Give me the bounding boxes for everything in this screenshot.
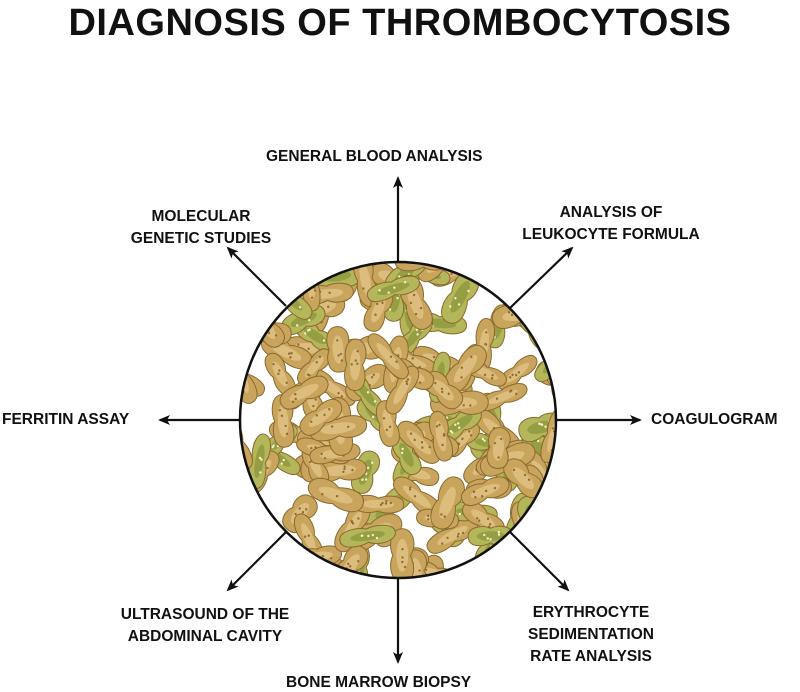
label-ferritin-assay: FERRITIN ASSAY [2,411,130,428]
platelet-cell [351,494,405,514]
label-ultrasound: ULTRASOUND OF THE ABDOMINAL CAVITY [120,606,290,645]
label-bone-marrow-biopsy: BONE MARROW BIOPSY [286,674,472,691]
platelet-cell [390,528,415,578]
arrow-up-left [226,246,287,307]
label-esr-analysis: ERYTHROCYTE SEDIMENTATION RATE ANALYSIS [527,604,654,665]
label-coagulogram: COAGULOGRAM [651,411,778,428]
diagram-title: DIAGNOSIS OF THROMBOCYTOSIS [68,2,732,44]
platelet-cell [307,477,364,513]
platelet-cell [428,411,454,462]
arrow-down-right [509,531,570,592]
label-molecular-genetic: MOLECULAR GENETIC STUDIES [130,208,272,247]
platelet-cell [339,524,396,548]
platelet-cell [264,352,296,396]
arrow-up-right [509,246,574,309]
platelet-cell [299,398,343,436]
arrow-down-left [226,531,287,592]
platelet-cell [279,375,329,410]
label-leukocyte-formula: ANALYSIS OF LEUKOCYTE FORMULA [522,204,700,243]
platelet-cell [366,275,420,303]
platelet-cell [344,338,367,391]
platelet-cell [441,270,480,324]
sample-circle-outline [238,260,558,580]
platelet-cell [497,354,538,391]
platelet-cell [486,427,511,469]
platelet-cell [297,348,332,386]
platelet-cell [367,333,409,380]
platelet-cell [460,476,510,507]
label-general-blood-analysis: GENERAL BLOOD ANALYSIS [266,148,483,165]
platelet-cell [396,420,442,464]
platelet-cell [326,326,350,373]
